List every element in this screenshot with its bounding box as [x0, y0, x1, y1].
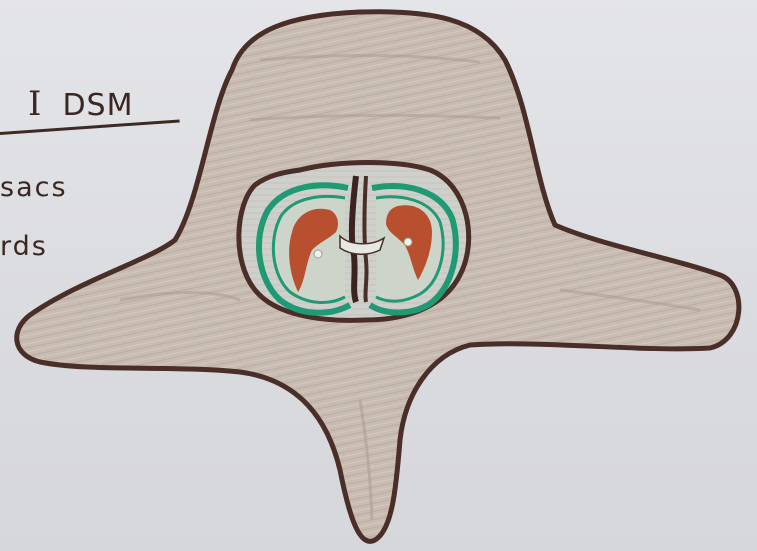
median-septum-right [365, 176, 367, 302]
note-title-text: DSM [62, 88, 133, 123]
note-line-rds: rds [0, 231, 48, 262]
note-line-sacs: sacs [0, 172, 68, 203]
note-title-roman: I [28, 84, 42, 124]
note-title: I DSM [28, 84, 133, 124]
left-dot [314, 250, 322, 258]
right-dot [404, 238, 412, 246]
